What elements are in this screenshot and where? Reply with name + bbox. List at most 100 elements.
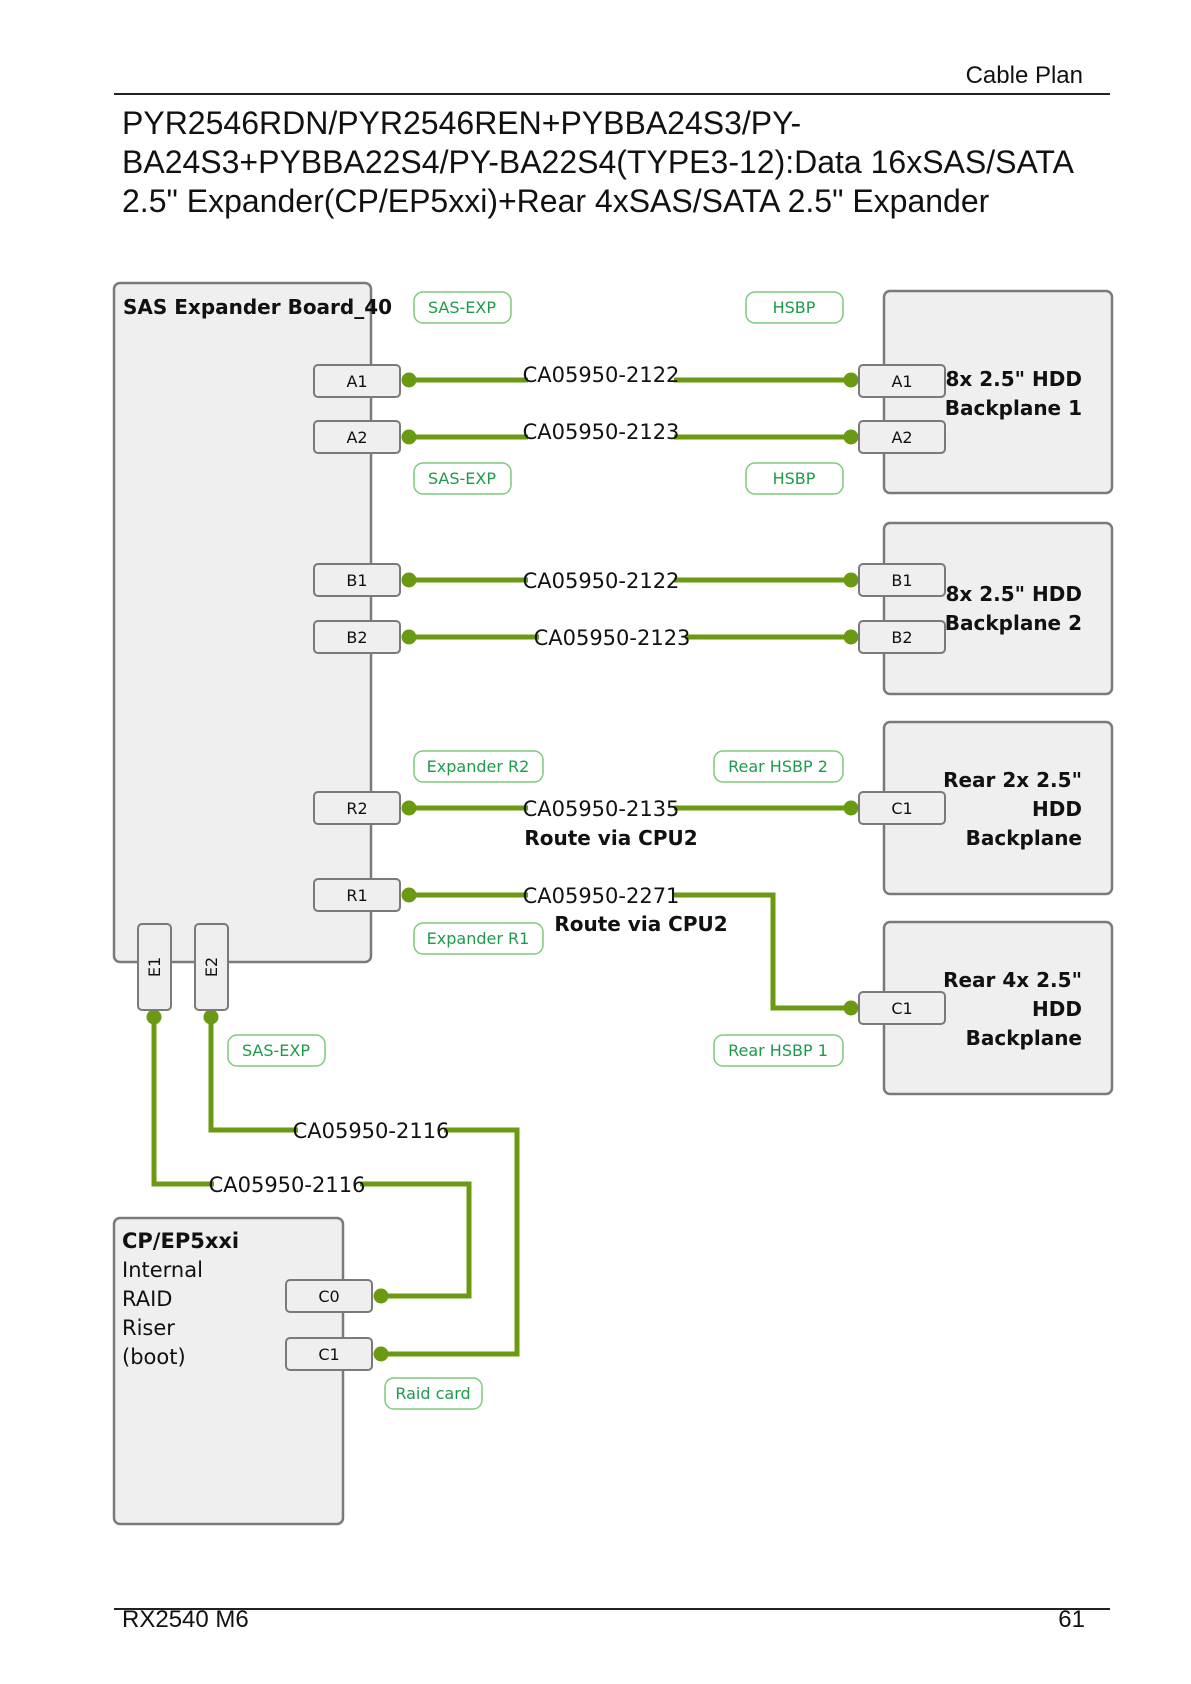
port-c1-rear4-label: C1 [891,999,912,1018]
page-title: PYR2546RDN/PYR2546REN+PYBBA24S3/PY- BA24… [122,104,1102,221]
tag-raid-card [384,1377,483,1410]
port-b1-expander [313,563,401,597]
backplane2-label-line2: Backplane 2 [945,611,1082,635]
footer-page-number: 61 [1058,1606,1085,1633]
tag-hsbp-mid-label: HSBP [773,469,816,488]
tag-expander-r1 [413,922,544,955]
tag-sas-exp-top-label: SAS-EXP [428,298,496,317]
port-c1-raid-label: C1 [318,1345,339,1364]
cable-label-b1: CA05950-2122 [523,569,680,593]
cable-label-bg [528,363,674,389]
cable-endpoint [843,572,859,588]
cable-label-e2: CA05950-2116 [293,1119,450,1143]
backplane2-label-line1: 8x 2.5" HDD [945,582,1082,606]
route-note-r1: Route via CPU2 [554,912,727,936]
port-b1-backplane-label: B1 [891,571,912,590]
cable-endpoint [843,800,859,816]
rear-backplane-4x-line2: HDD [1032,997,1082,1021]
rear-backplane-2x-line2: HDD [1032,797,1082,821]
port-c0-raid [285,1279,373,1313]
backplane1-label-line1: 8x 2.5" HDD [945,367,1082,391]
port-e2-expander [194,923,229,1011]
title-line-3: 2.5" Expander(CP/EP5xxi)+Rear 4xSAS/SATA… [122,183,990,219]
raid-label-line5: (boot) [122,1345,186,1369]
tag-raid-card-label: Raid card [395,1384,470,1403]
port-a1-backplane [858,364,946,398]
tag-sas-exp-bottom [227,1034,326,1067]
cable-endpoint [843,429,859,445]
port-c1-rear4 [858,991,946,1025]
cable-label-b2: CA05950-2123 [534,626,691,650]
tag-expander-r2 [413,750,544,783]
backplane1-label-line2: Backplane 1 [945,396,1082,420]
cable-label-r1: CA05950-2271 [523,884,680,908]
port-r1-expander-label: R1 [346,886,367,905]
cable-endpoint [843,629,859,645]
port-r2-expander [313,791,401,825]
cable-label-bg [528,420,674,446]
cable-endpoint [373,1346,389,1362]
cable-label-bg [528,797,674,823]
cable-endpoint [203,1009,219,1025]
footer-rule [114,1608,1110,1610]
port-c1-rear2 [858,791,946,825]
raid-label-line4: Riser [122,1316,175,1340]
title-line-1: PYR2546RDN/PYR2546REN+PYBBA24S3/PY- [122,105,802,141]
port-e2-expander-label: E2 [202,957,221,977]
raid-label-line2: Internal [122,1258,203,1282]
tag-rear-hsbp1-label: Rear HSBP 1 [728,1041,828,1060]
cable-endpoint [401,372,417,388]
rear-backplane-2x-line3: Backplane [966,826,1082,850]
tag-sas-exp-top [413,291,512,324]
tag-rear-hsbp2 [713,750,844,783]
tag-expander-r1-label: Expander R1 [427,929,530,948]
port-c0-raid-label: C0 [318,1287,339,1306]
tag-expander-r2-label: Expander R2 [427,757,530,776]
tag-sas-exp-mid-label: SAS-EXP [428,469,496,488]
port-e1-expander-label: E1 [145,957,164,977]
raid-label-line1: CP/EP5xxi [122,1229,239,1253]
port-a2-backplane-label: A2 [891,428,912,447]
cable-endpoint [843,1000,859,1016]
tag-hsbp-mid [745,462,844,495]
tag-sas-exp-mid [413,462,512,495]
port-a1-expander-label: A1 [346,372,367,391]
cable-label-r2: CA05950-2135 [523,797,680,821]
port-a1-backplane-label: A1 [891,372,912,391]
port-b2-backplane-label: B2 [891,628,912,647]
tag-rear-hsbp2-label: Rear HSBP 2 [728,757,828,776]
route-note-r2: Route via CPU2 [524,826,697,850]
tag-sas-exp-bottom-label: SAS-EXP [242,1041,310,1060]
cable-endpoint [401,572,417,588]
port-a2-backplane [858,420,946,454]
cable-label-a2: CA05950-2123 [523,420,680,444]
tag-hsbp-top-label: HSBP [773,298,816,317]
header-rule [114,93,1110,95]
port-r2-expander-label: R2 [346,799,367,818]
cable-endpoint [401,800,417,816]
cable-label-a1: CA05950-2122 [523,363,680,387]
port-r1-expander [313,878,401,912]
footer-model: RX2540 M6 [122,1606,249,1633]
port-b1-expander-label: B1 [346,571,367,590]
cable-endpoint [401,629,417,645]
port-b2-expander [313,620,401,654]
cable-e2 [208,1017,520,1357]
cable-label-bg [298,1119,444,1145]
port-c1-rear2-label: C1 [891,799,912,818]
cable-e1 [151,1017,472,1299]
rear-backplane-4x-line3: Backplane [966,1026,1082,1050]
cable-label-bg [528,569,674,595]
port-a2-expander-label: A2 [346,428,367,447]
cable-label-bg [528,884,674,910]
cable-endpoint [146,1009,162,1025]
tag-hsbp-top [745,291,844,324]
port-a1-expander [313,364,401,398]
cable-label-bg [214,1173,360,1199]
port-b2-backplane [858,620,946,654]
section-header: Cable Plan [965,62,1083,89]
port-e1-expander [137,923,172,1011]
title-line-2: BA24S3+PYBBA22S4/PY-BA22S4(TYPE3-12):Dat… [122,144,1074,180]
expander-board-title: SAS Expander Board_40 [123,295,392,319]
